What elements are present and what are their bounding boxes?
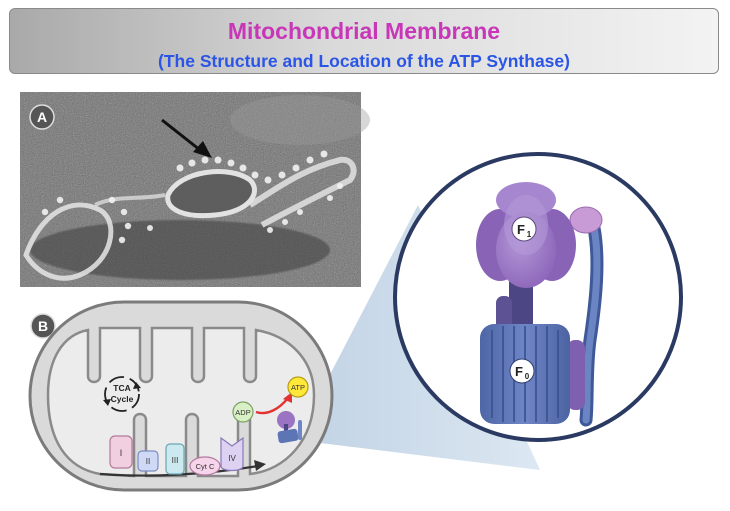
complex-i-label: I	[120, 448, 123, 458]
atp-label: ATP	[291, 383, 305, 392]
tca-cycle-label: Cycle	[111, 394, 134, 404]
title-banner: Mitochondrial Membrane (The Structure an…	[9, 8, 719, 74]
complex-iv-label: IV	[228, 454, 236, 463]
tca-cycle: TCA Cycle	[103, 376, 141, 412]
micrograph-arrow	[161, 118, 201, 152]
f1-badge	[511, 216, 537, 242]
cycle-arrow-icon	[103, 399, 111, 406]
conversion-arrow	[255, 397, 289, 415]
micrograph-panel: A	[20, 92, 370, 287]
complex-ii	[137, 450, 159, 472]
conversion-arrow-head-icon	[283, 392, 292, 403]
cytochrome-c	[189, 456, 221, 476]
complex-iii-label: III	[172, 456, 179, 465]
mitochondrion-panel: B TCA Cycle I II III Cyt C IV ADP	[28, 300, 334, 492]
cycle-arrow-icon	[133, 382, 141, 389]
f0-ring: F 0	[480, 324, 570, 424]
tca-label: TCA	[113, 383, 130, 393]
cytochrome-c-label: Cyt C	[196, 462, 215, 471]
arrow-head-icon	[193, 141, 212, 158]
complex-iii	[165, 443, 185, 475]
adp-label: ADP	[235, 408, 250, 417]
page-title: Mitochondrial Membrane	[227, 18, 501, 44]
panel-b-badge	[30, 313, 56, 339]
f1-subscript: 1	[527, 230, 532, 239]
adp-molecule	[232, 401, 254, 423]
f0-badge	[509, 358, 535, 384]
delta-subunit	[569, 206, 603, 234]
complex-i	[109, 435, 133, 469]
panel-b-label: B	[38, 318, 48, 334]
page-subtitle: (The Structure and Location of the ATP S…	[158, 51, 570, 71]
f0-label: F	[515, 364, 523, 379]
atp-molecule	[287, 376, 309, 398]
small-atp-synthase	[277, 411, 302, 444]
f0-subscript: 0	[525, 372, 530, 381]
panel-a-label: A	[37, 109, 47, 125]
complex-iv	[220, 436, 244, 472]
zoom-circle: F 1 F 0	[393, 152, 683, 442]
f1-label: F	[517, 222, 525, 237]
flow-arrow-icon	[254, 460, 266, 471]
f1-head: F 1	[476, 182, 576, 288]
b-subunit	[567, 340, 585, 410]
panel-a-badge	[29, 104, 55, 130]
complex-ii-label: II	[146, 457, 150, 466]
